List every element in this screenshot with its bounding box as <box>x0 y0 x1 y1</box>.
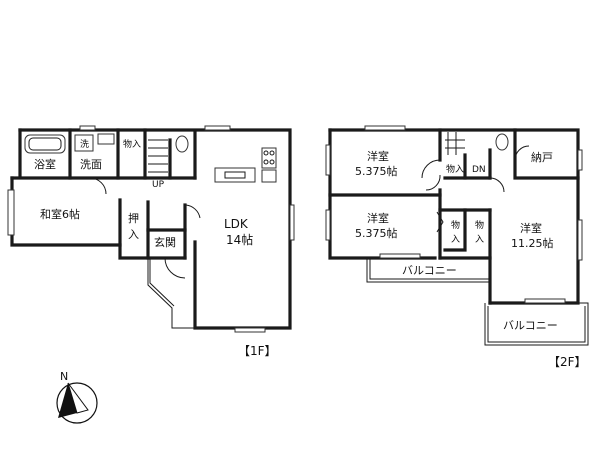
bathtub-icon <box>24 134 66 154</box>
floor-2-fixtures <box>421 132 530 233</box>
floor-1-tag: 【1F】 <box>238 344 277 358</box>
storage-mid-2-top: 物 <box>475 219 484 231</box>
storage-1f-label: 物入 <box>123 138 141 150</box>
closet-label-bottom: 入 <box>128 228 139 241</box>
washer-label: 洗 <box>80 138 89 150</box>
bath-label: 浴室 <box>34 157 56 171</box>
western-a-label: 洋室 <box>367 149 389 163</box>
storage-top-label: 物入 <box>446 163 464 175</box>
toilet-icon <box>175 135 189 153</box>
balconies <box>366 258 589 346</box>
floor-1-windows <box>7 125 295 333</box>
kitchen-counter <box>214 167 256 183</box>
balcony-1-label: バルコニー <box>402 264 457 277</box>
floor-2-tag: 【2F】 <box>548 355 587 369</box>
storage-mid-1-top: 物 <box>451 219 460 231</box>
balcony-2-label: バルコニー <box>503 319 558 332</box>
floor-1: 浴室 洗面 洗 物入 UP 和室6帖 押 入 玄関 LDK 14帖 【1F】 <box>7 125 295 358</box>
stairs-2f-icon <box>445 132 465 155</box>
storage-mid-1-bottom: 入 <box>451 234 460 245</box>
washroom-label: 洗面 <box>80 158 102 171</box>
fridge-icon <box>261 169 277 183</box>
compass-north-label: N <box>60 370 68 383</box>
stairs-dn-label: DN <box>472 165 486 175</box>
japanese-room-label: 和室6帖 <box>40 207 80 221</box>
compass-circle <box>56 382 98 424</box>
compass-needle-icon <box>58 383 77 418</box>
ldk-size-label: 14帖 <box>226 232 253 247</box>
washer-icon <box>74 134 94 152</box>
floor-1-walls <box>10 128 292 330</box>
western-c-label: 洋室 <box>520 221 542 235</box>
closet-label-top: 押 <box>128 211 139 225</box>
floor-2-labels: 洋室 5.375帖 洋室 5.375帖 洋室 11.25帖 物入 DN 納戸 物… <box>355 149 587 369</box>
compass: N <box>56 370 98 424</box>
floor-1-labels: 浴室 洗面 洗 物入 UP 和室6帖 押 入 玄関 LDK 14帖 【1F】 <box>34 138 277 358</box>
floor-2: 洋室 5.375帖 洋室 5.375帖 洋室 11.25帖 物入 DN 納戸 物… <box>325 125 589 369</box>
ldk-label: LDK <box>224 217 249 231</box>
storage-mid-2-bottom: 入 <box>475 234 484 245</box>
western-a-size: 5.375帖 <box>355 165 398 178</box>
stairs-up-label: UP <box>152 180 165 190</box>
stairs-icon <box>148 139 168 173</box>
entrance-label: 玄関 <box>154 235 176 249</box>
stove-icon <box>261 147 277 169</box>
western-b-size: 5.375帖 <box>355 227 398 240</box>
floor-2-windows <box>325 125 583 304</box>
western-b-label: 洋室 <box>367 211 389 225</box>
toilet-2f-icon <box>495 133 509 151</box>
western-c-size: 11.25帖 <box>511 237 554 250</box>
floor-1-fixtures <box>24 133 277 279</box>
storeroom-label: 納戸 <box>531 151 553 164</box>
sink-icon <box>97 133 115 145</box>
